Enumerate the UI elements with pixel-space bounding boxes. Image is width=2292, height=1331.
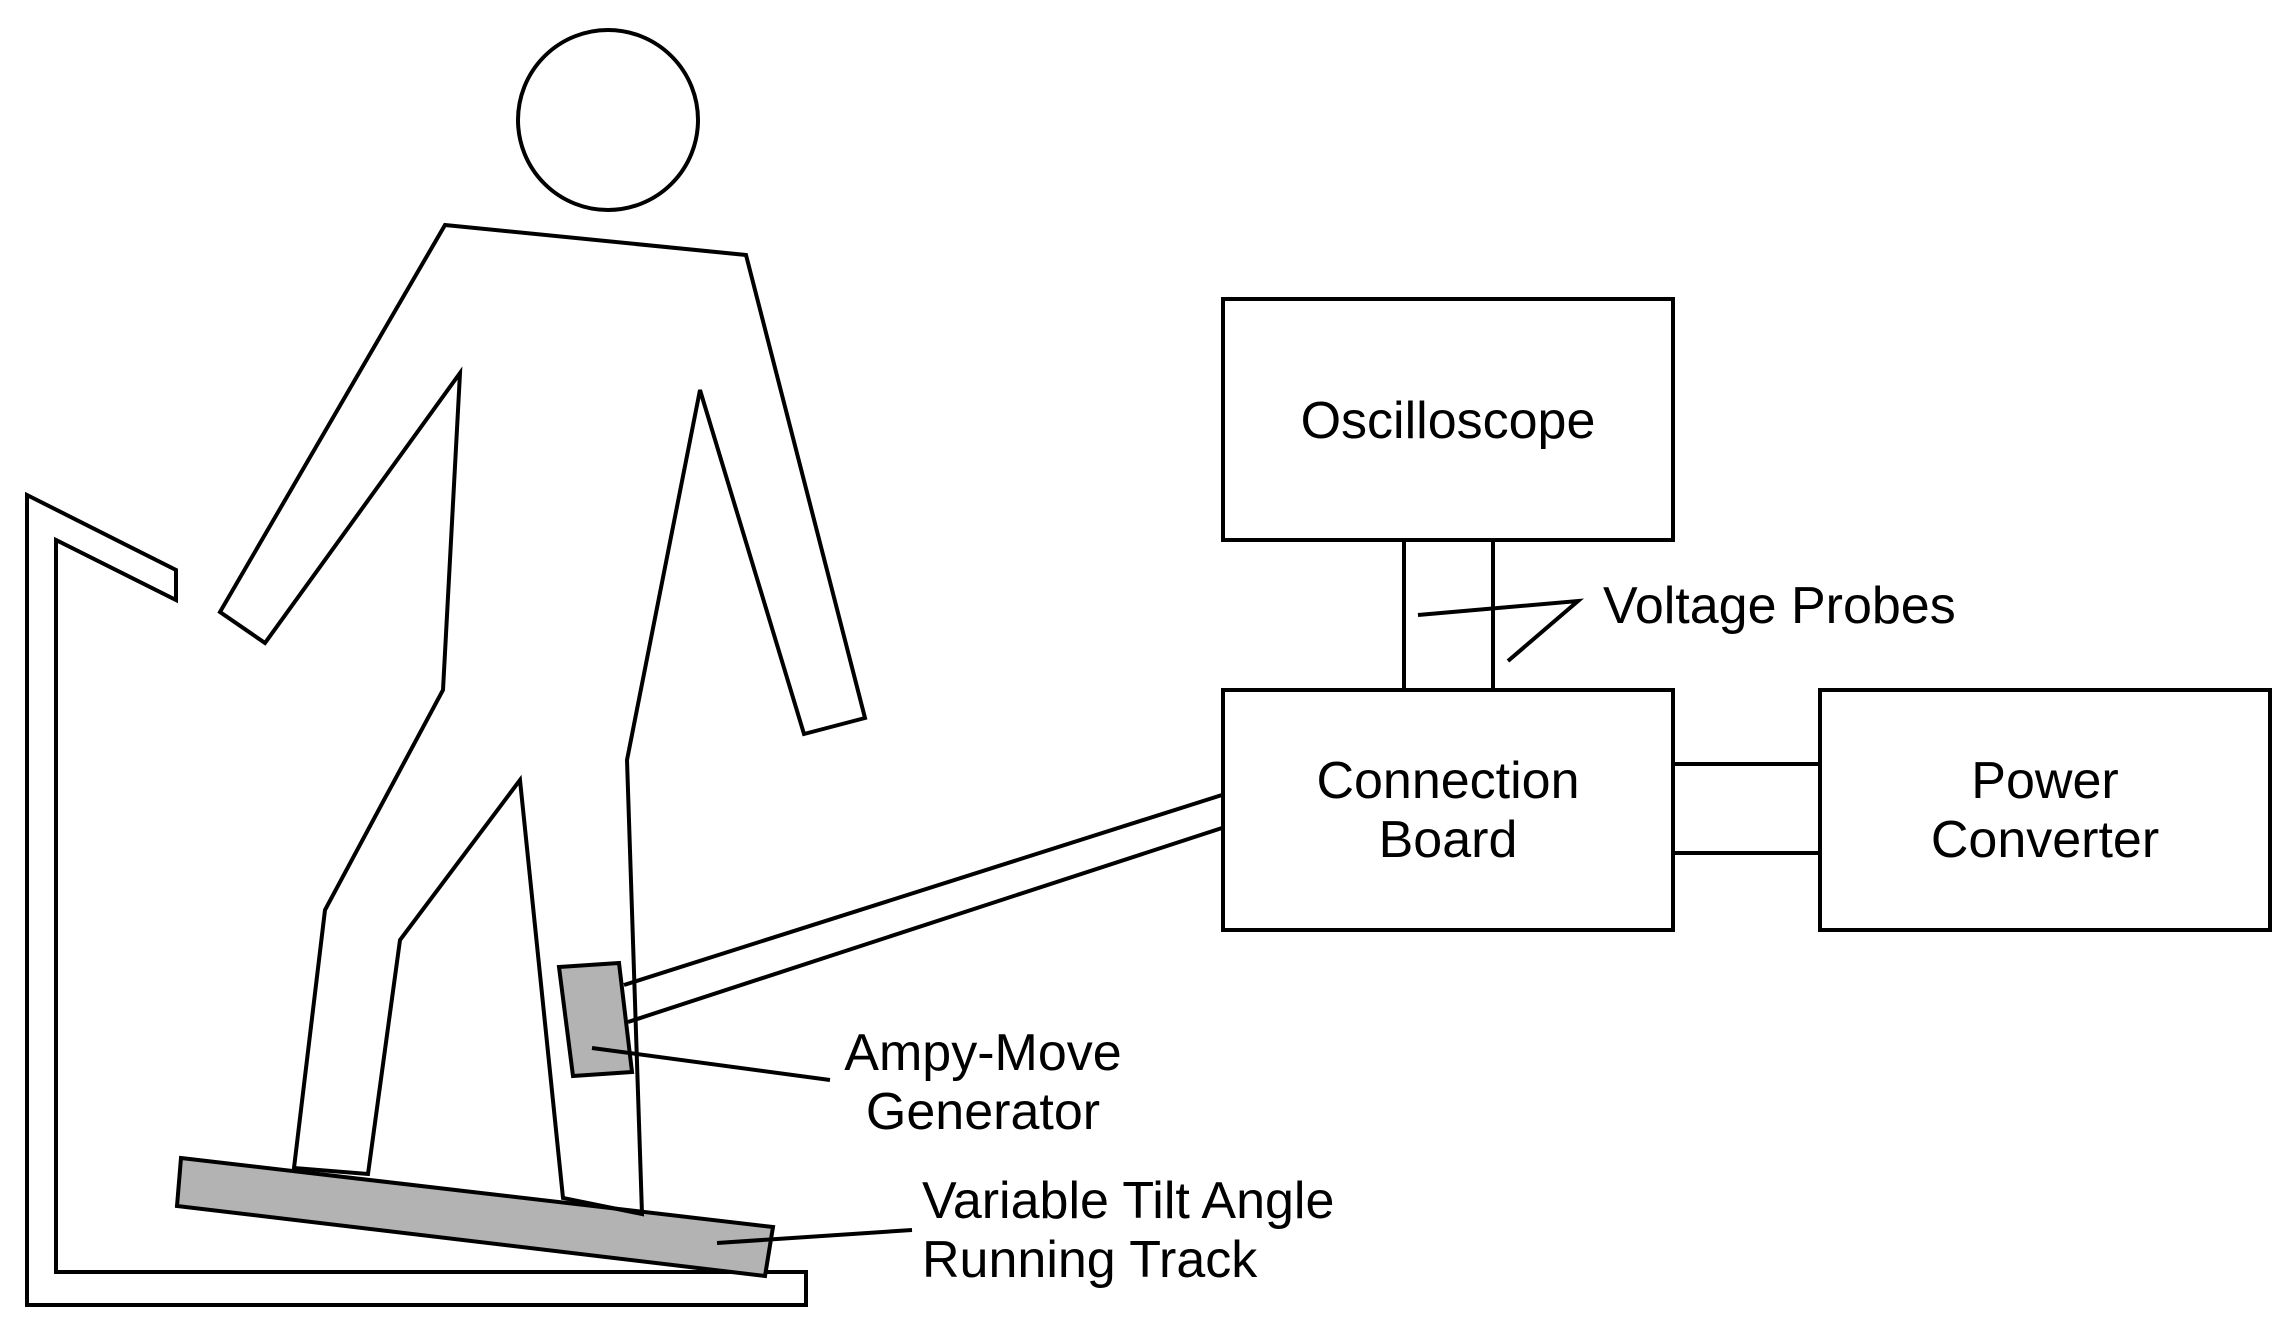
head (516, 28, 700, 212)
leader-lines (591, 598, 1585, 1245)
human-figure (217, 28, 868, 1217)
connection-board-box: Connection Board (1221, 688, 1675, 932)
oscilloscope-label: Oscilloscope (1301, 392, 1596, 450)
body-outline (217, 222, 868, 1217)
treadmill-frame (25, 491, 808, 1307)
power-wires (1673, 762, 1820, 855)
power-converter-box: Power Converter (1818, 688, 2272, 932)
power-converter-label-line1: Power (1971, 752, 2118, 810)
oscilloscope-box: Oscilloscope (1221, 297, 1675, 542)
ampy-move-generator (556, 960, 635, 1079)
generator-leader (591, 1046, 831, 1082)
track-label-line1: Variable Tilt Angle (922, 1172, 1334, 1230)
voltage-probes-label: Voltage Probes (1603, 577, 1956, 635)
power-converter-label-line2: Converter (1931, 811, 2159, 869)
voltage-probes-leader (1417, 598, 1585, 663)
running-track (174, 1155, 776, 1279)
track-leader (716, 1228, 913, 1245)
voltage-probe-wires (1402, 540, 1495, 690)
connection-board-label-line2: Board (1379, 811, 1518, 869)
connection-board-label-line1: Connection (1316, 752, 1579, 810)
track-label-line2: Running Track (922, 1231, 1258, 1289)
generator-label-line2: Generator (866, 1083, 1100, 1141)
generator-cable (623, 793, 1223, 1024)
generator-label-line1: Ampy-Move (844, 1024, 1121, 1082)
